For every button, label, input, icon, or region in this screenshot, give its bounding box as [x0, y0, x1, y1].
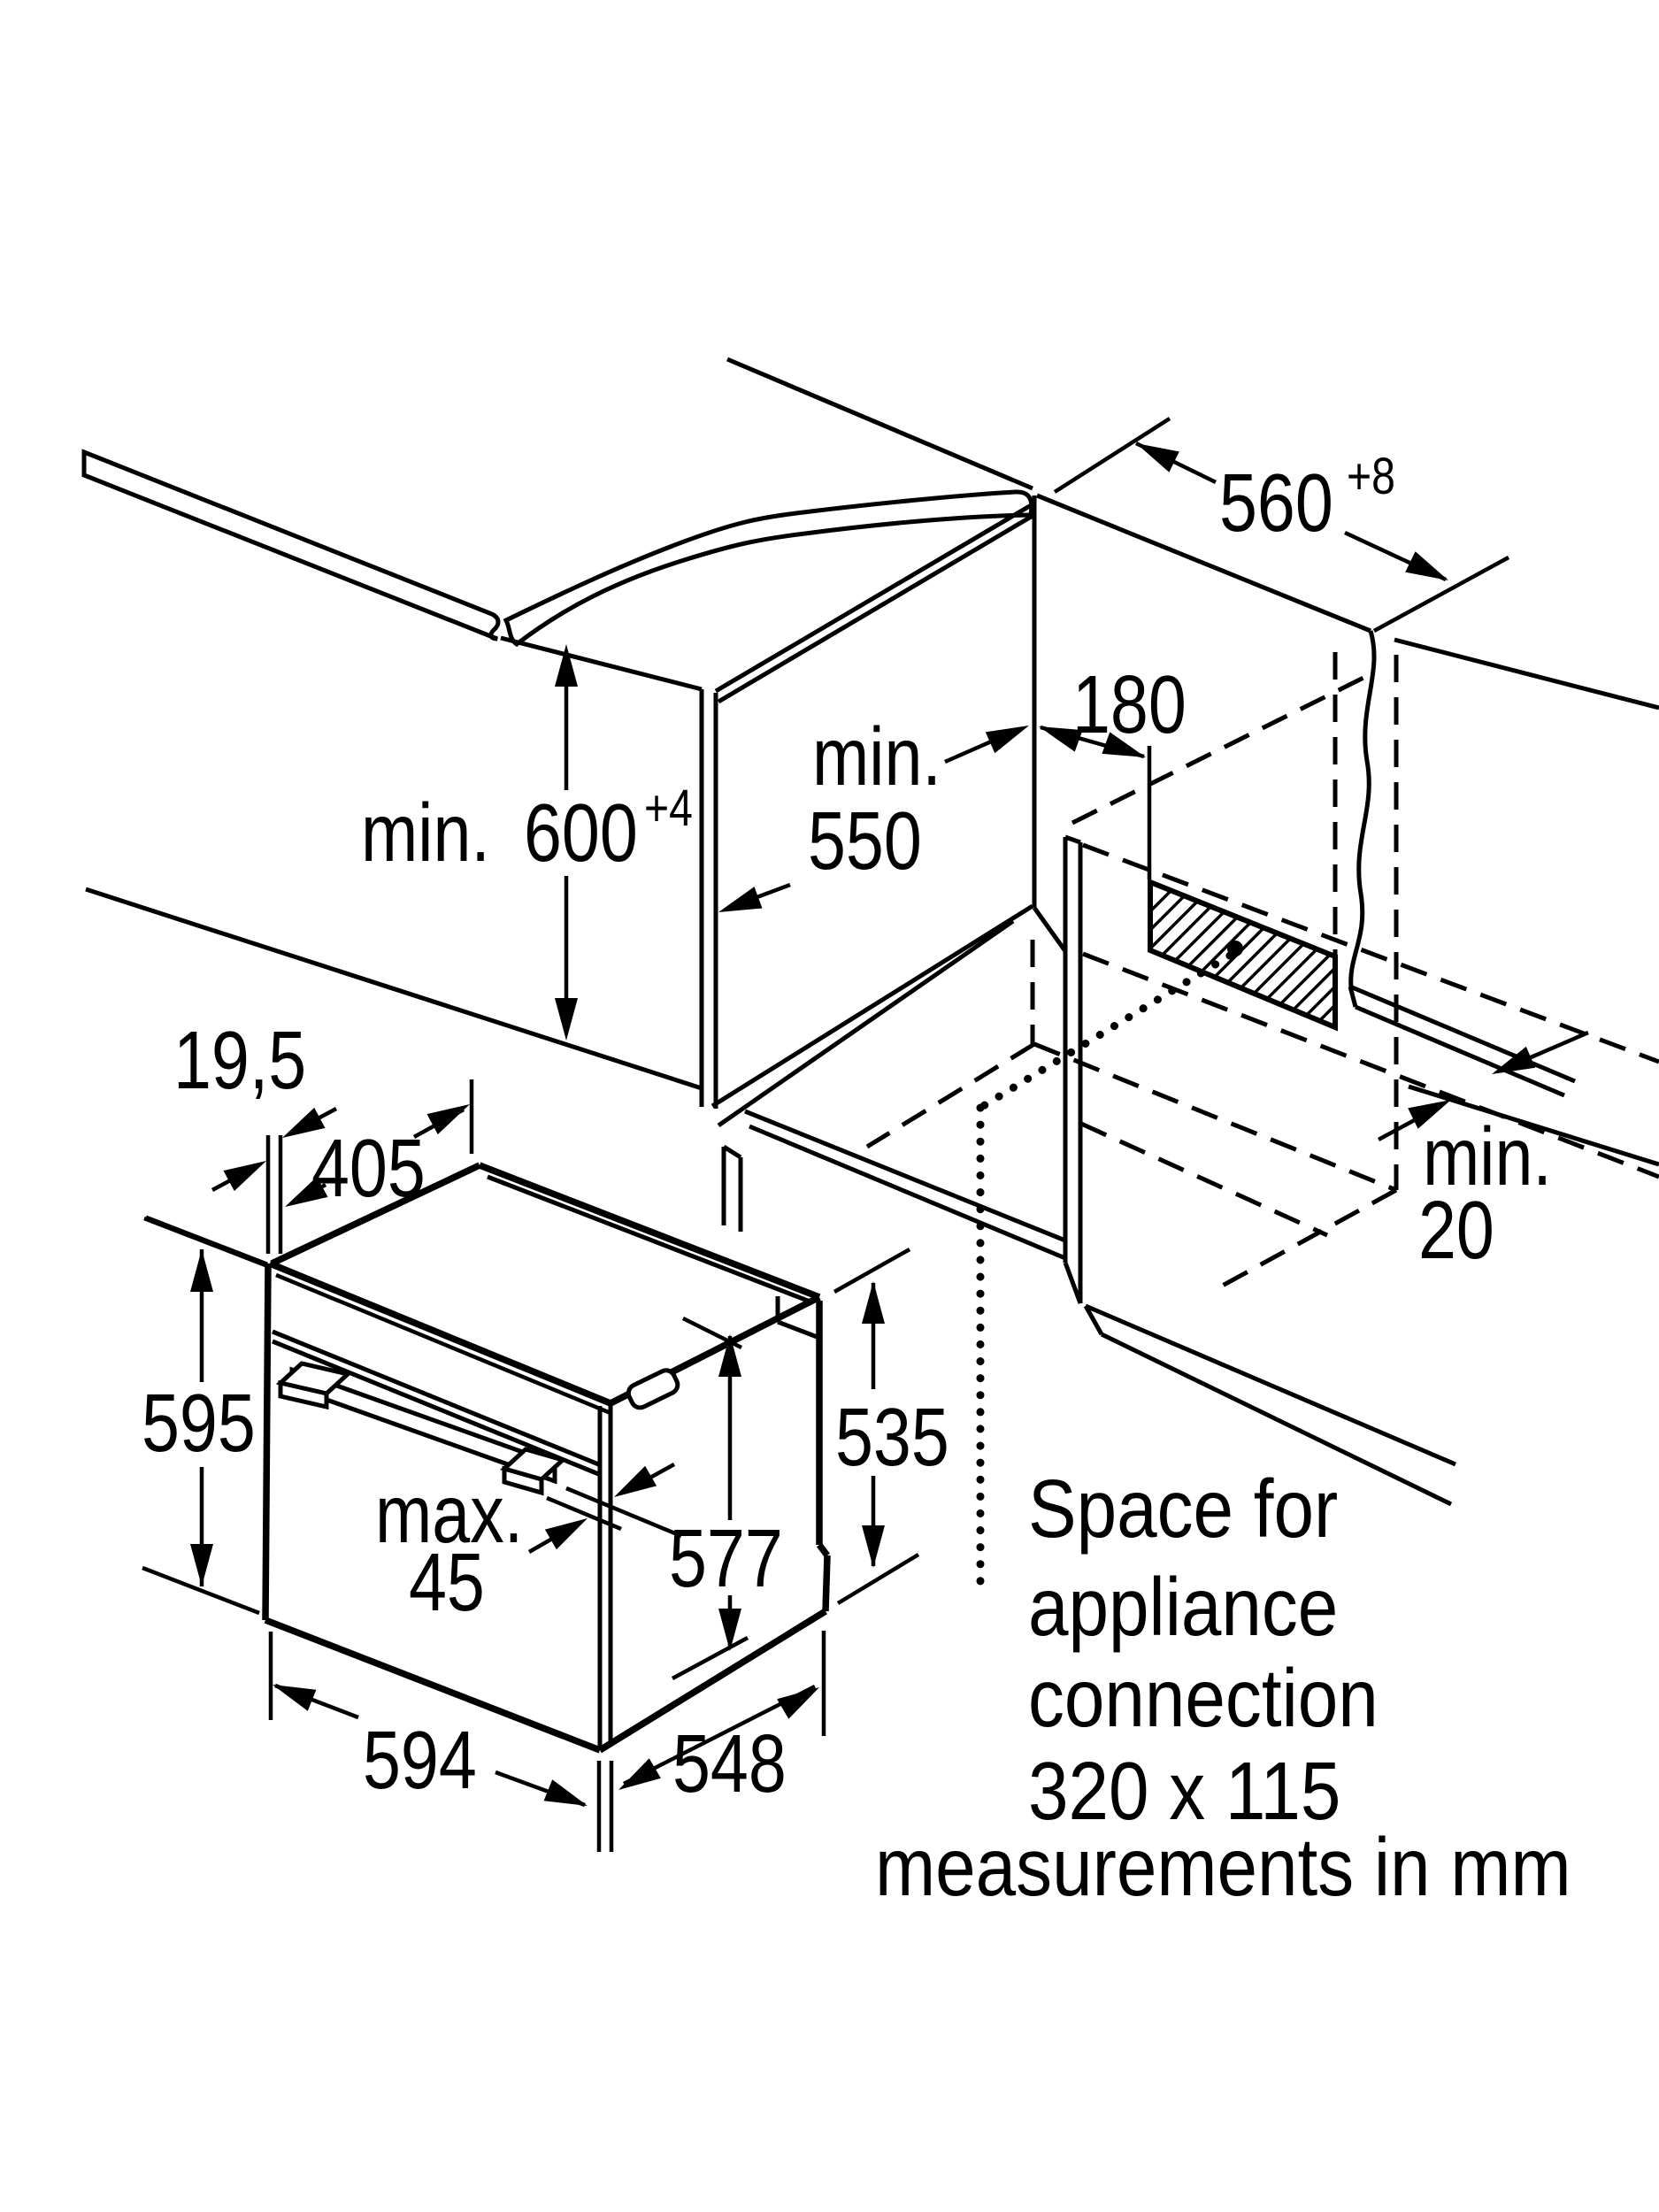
- svg-text:max.: max.: [375, 1469, 523, 1560]
- svg-text:min.: min.: [361, 787, 490, 879]
- svg-text:appliance: appliance: [1028, 1561, 1338, 1653]
- svg-text:+4: +4: [644, 780, 693, 837]
- svg-text:548: 548: [672, 1718, 787, 1809]
- svg-text:Space for: Space for: [1028, 1463, 1338, 1555]
- svg-text:20: 20: [1418, 1185, 1494, 1276]
- svg-text:320 x 115: 320 x 115: [1028, 1745, 1340, 1837]
- svg-text:+8: +8: [1347, 449, 1395, 505]
- svg-text:594: 594: [363, 1715, 477, 1806]
- svg-text:min.: min.: [1423, 1111, 1552, 1202]
- svg-text:measurements in mm: measurements in mm: [875, 1821, 1571, 1913]
- svg-text:600: 600: [524, 787, 638, 879]
- svg-text:535: 535: [835, 1392, 949, 1483]
- svg-text:595: 595: [142, 1378, 256, 1469]
- svg-text:45: 45: [409, 1537, 485, 1628]
- svg-text:connection: connection: [1028, 1652, 1379, 1744]
- svg-text:405: 405: [311, 1123, 426, 1214]
- svg-text:577: 577: [669, 1513, 783, 1604]
- svg-text:19,5: 19,5: [173, 1015, 306, 1106]
- svg-text:560: 560: [1219, 457, 1333, 549]
- svg-text:min.: min.: [812, 711, 941, 803]
- svg-text:180: 180: [1072, 659, 1187, 750]
- svg-text:550: 550: [808, 795, 922, 887]
